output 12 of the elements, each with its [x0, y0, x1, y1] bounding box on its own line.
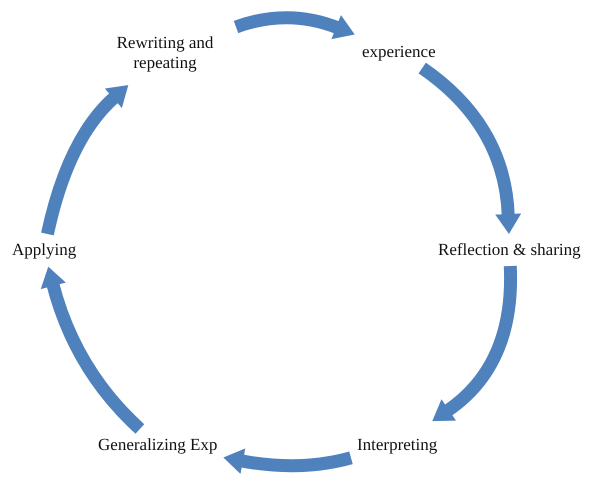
stage-label: Interpreting — [357, 435, 438, 455]
curved-arrow — [41, 84, 128, 236]
stage-label: Applying — [12, 240, 76, 260]
curved-arrow — [418, 62, 522, 234]
stage-label: Rewriting and repeating — [100, 33, 230, 73]
stage-label: Generalizing Exp — [98, 435, 218, 455]
curved-arrow — [40, 266, 144, 434]
stage-label: Reflection & sharing — [438, 240, 581, 260]
curved-arrow — [432, 266, 518, 422]
curved-arrow — [234, 11, 355, 40]
stage-label: experience — [362, 42, 436, 62]
curved-arrow — [223, 448, 353, 474]
